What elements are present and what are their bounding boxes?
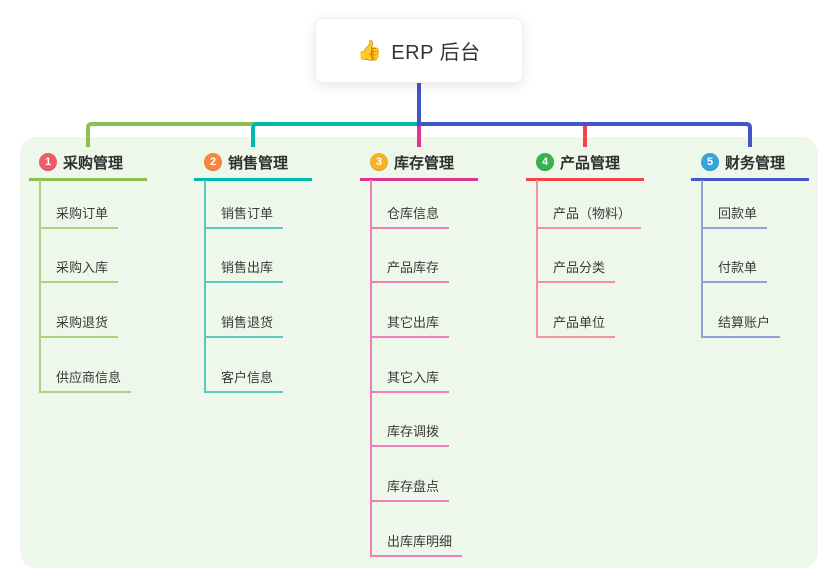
- child-node-label: 库存调拨: [387, 424, 440, 440]
- child-node[interactable]: 销售出库: [204, 255, 284, 284]
- branch-number-badge: 3: [370, 153, 388, 171]
- root-node[interactable]: 👍 ERP 后台: [315, 18, 523, 83]
- branch-node-5[interactable]: 5 财务管理: [691, 146, 809, 181]
- branch-panel-background: [20, 137, 818, 568]
- branch-number-badge: 4: [536, 153, 554, 171]
- branch-spine-line: [701, 180, 703, 338]
- branch-label: 产品管理: [560, 154, 621, 172]
- branch-node-3[interactable]: 3 库存管理: [360, 146, 478, 181]
- child-node[interactable]: 库存盘点: [370, 474, 450, 502]
- child-node[interactable]: 客户信息: [204, 365, 284, 393]
- child-node-label: 结算账户: [718, 314, 771, 330]
- child-node-label: 采购入库: [56, 260, 109, 276]
- child-node[interactable]: 库存调拨: [370, 419, 450, 448]
- branch-spine-line: [370, 180, 372, 557]
- branch-node-4[interactable]: 4 产品管理: [526, 146, 644, 181]
- branch-label: 财务管理: [725, 154, 786, 172]
- thumbs-up-icon: 👍: [357, 39, 383, 62]
- child-node-label: 销售出库: [221, 260, 274, 276]
- child-node[interactable]: 仓库信息: [370, 201, 450, 229]
- child-node[interactable]: 采购入库: [39, 255, 119, 284]
- root-node-title: ERP 后台: [391, 42, 481, 64]
- child-node-label: 出库库明细: [387, 533, 453, 549]
- branch-node-2[interactable]: 2 销售管理: [194, 146, 312, 181]
- child-node[interactable]: 出库库明细: [370, 529, 463, 557]
- child-node-label: 其它出库: [387, 314, 440, 330]
- child-node[interactable]: 其它入库: [370, 365, 450, 393]
- child-node[interactable]: 供应商信息: [39, 365, 132, 393]
- branch-spine-line: [536, 180, 538, 338]
- branch-spine-line: [39, 180, 41, 393]
- child-node-label: 客户信息: [221, 369, 274, 385]
- branch-number-badge: 5: [701, 153, 719, 171]
- child-node[interactable]: 销售订单: [204, 201, 284, 229]
- child-node-label: 产品库存: [387, 260, 440, 276]
- child-node[interactable]: 产品分类: [536, 255, 616, 284]
- child-node[interactable]: 付款单: [701, 255, 768, 284]
- child-node-label: 仓库信息: [387, 205, 440, 221]
- child-node-label: 产品分类: [553, 260, 606, 276]
- child-node-label: 付款单: [718, 260, 758, 276]
- branch-label: 采购管理: [63, 154, 124, 172]
- child-node-label: 产品单位: [553, 314, 606, 330]
- branch-label: 销售管理: [228, 154, 289, 172]
- child-node-label: 销售退货: [221, 314, 274, 330]
- child-node[interactable]: 产品单位: [536, 310, 616, 338]
- child-node[interactable]: 采购退货: [39, 310, 119, 338]
- branch-label: 库存管理: [394, 154, 455, 172]
- child-node-label: 库存盘点: [387, 479, 440, 494]
- branch-number-badge: 1: [39, 153, 57, 171]
- branch-node-1[interactable]: 1 采购管理: [29, 146, 147, 181]
- child-node-label: 产品（物料）: [553, 205, 632, 221]
- child-node-label: 回款单: [718, 205, 758, 221]
- child-node[interactable]: 销售退货: [204, 310, 284, 338]
- child-node[interactable]: 产品（物料）: [536, 201, 642, 229]
- child-node-label: 供应商信息: [56, 369, 122, 385]
- child-node[interactable]: 采购订单: [39, 201, 119, 229]
- child-node-label: 采购退货: [56, 314, 109, 330]
- branch-spine-line: [204, 180, 206, 393]
- child-node-label: 采购订单: [56, 205, 109, 221]
- child-node[interactable]: 其它出库: [370, 310, 450, 338]
- child-node-label: 销售订单: [221, 205, 274, 221]
- child-node-label: 其它入库: [387, 369, 440, 385]
- child-node[interactable]: 回款单: [701, 201, 768, 229]
- child-node[interactable]: 结算账户: [701, 310, 781, 338]
- child-node[interactable]: 产品库存: [370, 255, 450, 284]
- branch-number-badge: 2: [204, 153, 222, 171]
